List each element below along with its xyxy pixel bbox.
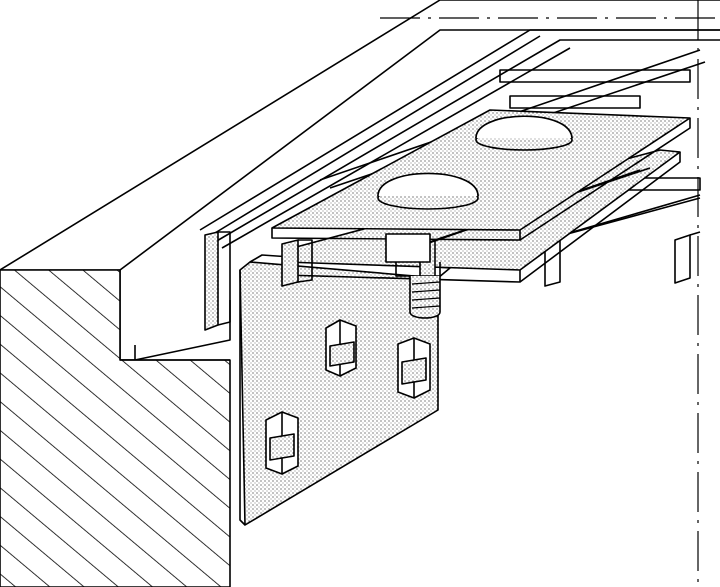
hatched-section bbox=[0, 269, 231, 587]
bolt-upper-left bbox=[325, 319, 357, 377]
bolt-upper-right bbox=[397, 337, 431, 399]
dome-rear bbox=[475, 115, 573, 151]
clamp-bolt bbox=[385, 233, 441, 319]
flat-bar-left bbox=[204, 231, 231, 331]
clamp-plate-upper bbox=[271, 109, 691, 241]
bearing-bar-left bbox=[281, 239, 313, 287]
bolt-lower bbox=[265, 411, 299, 475]
dome-front bbox=[377, 172, 479, 210]
